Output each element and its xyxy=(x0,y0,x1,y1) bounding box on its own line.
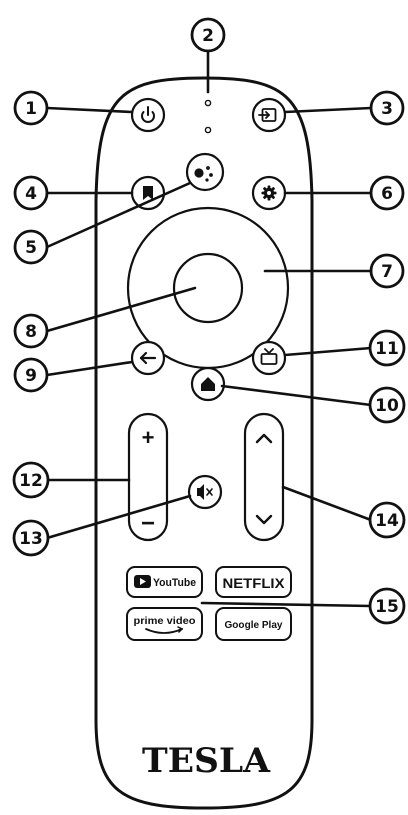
svg-text:14: 14 xyxy=(375,511,399,531)
callout-11: 11 xyxy=(368,329,406,367)
prime-video-button[interactable]: prime video xyxy=(126,607,203,641)
gear-icon xyxy=(261,185,277,201)
mic-hole-top xyxy=(204,99,212,107)
ok-button[interactable] xyxy=(172,252,244,324)
settings-button[interactable] xyxy=(251,175,287,211)
live-tv-button[interactable] xyxy=(251,340,287,376)
volume-up-label[interactable]: + xyxy=(142,425,155,450)
svg-text:5: 5 xyxy=(25,238,37,258)
bookmark-button[interactable] xyxy=(130,175,166,211)
youtube-button[interactable]: YouTube xyxy=(126,566,203,598)
svg-text:15: 15 xyxy=(375,597,399,617)
tv-icon xyxy=(260,348,278,365)
callout-3: 3 xyxy=(369,90,405,126)
callout-4: 4 xyxy=(13,175,49,211)
callout-8: 8 xyxy=(13,313,49,349)
channel-rocker[interactable] xyxy=(243,412,285,542)
callout-9: 9 xyxy=(13,357,49,393)
callout-2: 2 xyxy=(190,17,226,53)
leader-lines xyxy=(45,50,373,608)
netflix-button[interactable]: NETFLIX xyxy=(215,566,292,598)
input-source-button[interactable] xyxy=(251,97,287,133)
callout-6: 6 xyxy=(369,175,405,211)
mute-icon xyxy=(197,484,213,500)
power-button[interactable] xyxy=(130,97,166,133)
netflix-label: NETFLIX xyxy=(223,575,286,591)
brand-logo: TESLA xyxy=(142,741,271,781)
prime-video-label: prime video xyxy=(134,615,196,627)
callout-15: 15 xyxy=(368,587,406,625)
mute-button[interactable] xyxy=(187,474,223,510)
channel-down-icon[interactable] xyxy=(255,514,273,525)
svg-text:2: 2 xyxy=(202,26,214,46)
svg-text:1: 1 xyxy=(25,99,37,119)
callout-14: 14 xyxy=(368,501,406,539)
svg-text:12: 12 xyxy=(19,471,43,491)
google-assistant-icon xyxy=(194,166,213,182)
callout-13: 13 xyxy=(12,519,50,557)
back-button[interactable] xyxy=(130,340,166,376)
home-icon xyxy=(201,377,215,391)
svg-text:7: 7 xyxy=(381,262,393,282)
svg-text:8: 8 xyxy=(25,322,37,342)
svg-text:11: 11 xyxy=(375,339,399,359)
svg-text:4: 4 xyxy=(25,184,37,204)
callout-10: 10 xyxy=(368,386,406,424)
bookmark-icon xyxy=(143,186,153,200)
callout-1: 1 xyxy=(13,90,49,126)
svg-text:10: 10 xyxy=(375,396,399,416)
google-assistant-button[interactable] xyxy=(185,152,225,192)
callout-7: 7 xyxy=(369,253,405,289)
volume-down-label[interactable]: − xyxy=(141,510,155,537)
power-icon xyxy=(141,106,155,123)
back-arrow-icon xyxy=(139,351,157,365)
google-play-label: Google Play xyxy=(225,619,283,631)
svg-text:9: 9 xyxy=(25,366,37,386)
mic-hole-bottom xyxy=(204,126,212,134)
prime-smile-icon xyxy=(145,628,183,634)
svg-text:6: 6 xyxy=(381,184,393,204)
callout-12: 12 xyxy=(12,461,50,499)
svg-text:3: 3 xyxy=(381,99,393,119)
callout-5: 5 xyxy=(13,229,49,265)
home-button[interactable] xyxy=(190,366,226,402)
input-source-icon xyxy=(258,108,277,122)
google-play-button[interactable]: Google Play xyxy=(215,607,292,641)
channel-up-icon[interactable] xyxy=(255,433,273,444)
youtube-label: YouTube xyxy=(153,577,196,589)
volume-rocker[interactable]: + − xyxy=(127,412,169,542)
svg-text:13: 13 xyxy=(19,529,43,549)
